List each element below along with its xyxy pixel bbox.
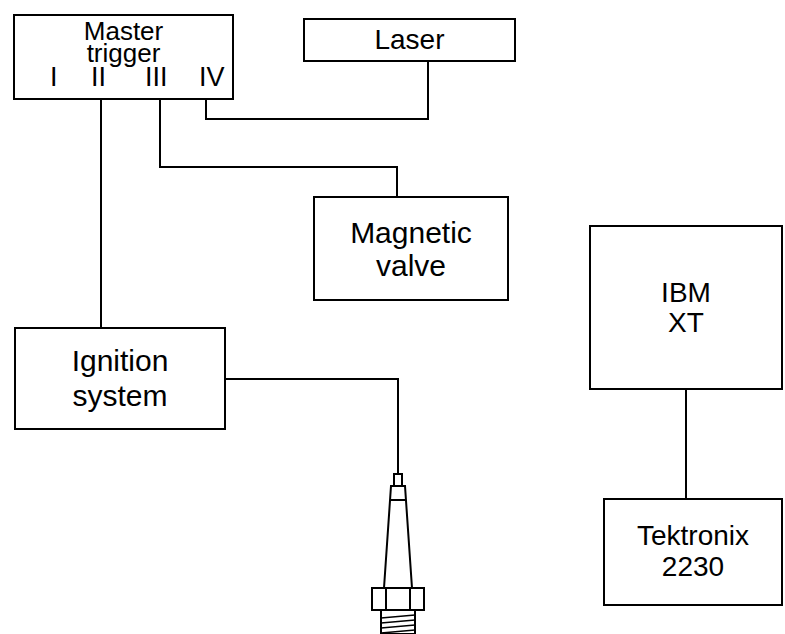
laser-box: Laser bbox=[303, 18, 516, 62]
thread-line bbox=[381, 630, 415, 633]
computer-box: IBM XT bbox=[589, 225, 783, 390]
plug-hex-nut bbox=[372, 588, 424, 610]
thread-line bbox=[381, 615, 415, 618]
thread-line bbox=[381, 625, 415, 628]
oscilloscope-box: Tektronix 2230 bbox=[603, 498, 783, 606]
node-label: Magnetic valve bbox=[350, 216, 472, 282]
node-label: Ignition system bbox=[72, 344, 169, 413]
node-label: Laser bbox=[374, 26, 444, 54]
channel-label: I bbox=[50, 64, 58, 91]
signal-line bbox=[160, 100, 397, 196]
node-label: IBM XT bbox=[661, 278, 711, 337]
plug-thread bbox=[381, 610, 415, 634]
thread-line bbox=[381, 620, 415, 623]
node-label: Tektronix 2230 bbox=[637, 521, 749, 583]
channel-label: II bbox=[91, 64, 106, 91]
signal-line bbox=[100, 100, 102, 327]
ignition-wire bbox=[226, 379, 398, 474]
channel-label: IV bbox=[199, 64, 225, 91]
channel-label: III bbox=[145, 64, 168, 91]
signal-line bbox=[206, 62, 428, 119]
plug-insulator bbox=[384, 486, 412, 588]
ignition-box: Ignition system bbox=[14, 327, 226, 430]
plug-terminal bbox=[394, 474, 402, 486]
signal-line bbox=[685, 390, 687, 498]
valve-box: Magnetic valve bbox=[313, 196, 509, 301]
node-label: Master trigger bbox=[84, 20, 163, 64]
